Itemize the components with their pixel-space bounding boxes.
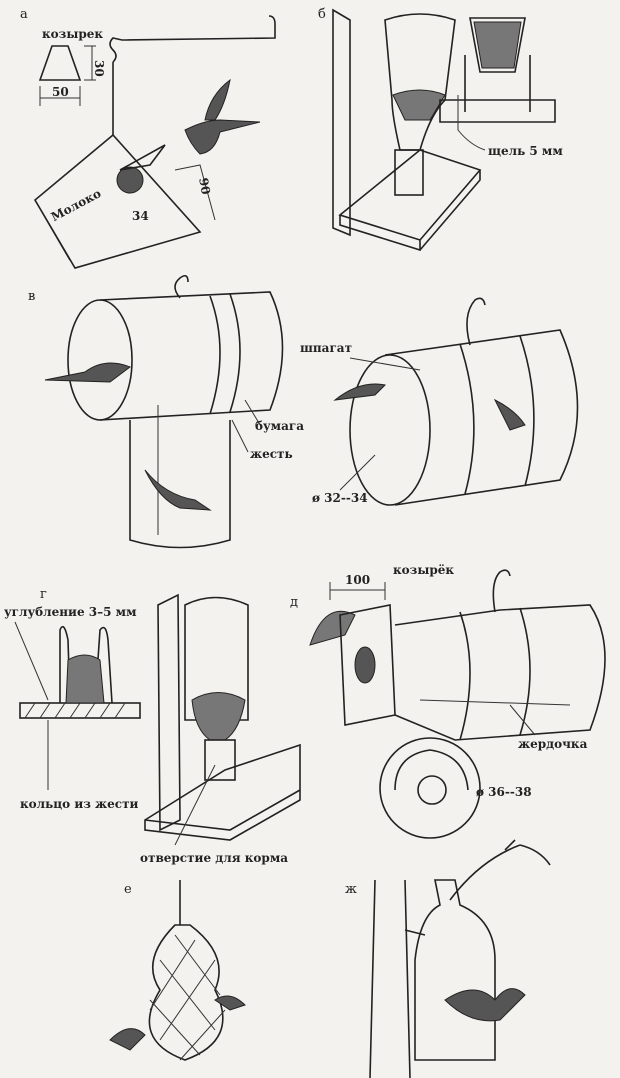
- horizontal-bottle: [394, 604, 606, 741]
- width-dimension-line: [39, 86, 81, 106]
- carton-visor: [119, 144, 166, 171]
- hook-d: [492, 569, 511, 613]
- end-view-circle: [379, 737, 481, 839]
- tree-trunk: [369, 879, 411, 1078]
- twine-label: шпагат: [300, 341, 352, 355]
- ring-label: кольцо из жести: [20, 797, 139, 811]
- birds-on-net: [109, 995, 246, 1051]
- stand-tray: [144, 743, 301, 841]
- seed-in-bottle: [392, 89, 446, 121]
- inverted-bottle: [384, 13, 456, 151]
- diameter-leader: [339, 454, 376, 491]
- visor-label: козырек: [42, 27, 103, 41]
- height-dimension-line: [84, 45, 96, 81]
- tie-wire: [404, 929, 426, 936]
- recess-label: углубление 3–5 мм: [4, 605, 137, 619]
- height-dim-90: [174, 164, 216, 221]
- length-dimension-line: [329, 582, 386, 600]
- panel-e-net-bag-feeder: е: [109, 880, 246, 1061]
- bird-at-opening: [444, 988, 526, 1022]
- cross-section-bottle: [59, 625, 113, 704]
- tin-bands: [209, 293, 241, 415]
- length-dim-label: 100: [345, 573, 370, 587]
- net-bag: [148, 924, 224, 1061]
- entry-hole-d: [354, 646, 376, 684]
- birds-second-cylinder: [333, 383, 526, 431]
- carton-label: Молоко: [49, 186, 104, 224]
- hole-leader: [174, 764, 216, 846]
- entry-hole: [116, 166, 144, 194]
- front-visor: [309, 610, 356, 646]
- end-view-arc: [394, 749, 469, 791]
- panel-letter-a: а: [20, 7, 28, 22]
- visor-trapezoid: [38, 45, 82, 81]
- bird-in-jar: [144, 469, 212, 511]
- jar: [129, 420, 231, 549]
- detail-base: [439, 55, 556, 123]
- cylinder-opening: [67, 299, 133, 421]
- stand-bottle: [184, 596, 249, 721]
- panel-a-milk-carton-feeder: а козырек 30 50 Молоко 90 34: [20, 7, 276, 269]
- perch-leader: [509, 704, 536, 736]
- hatching: [24, 702, 126, 719]
- hole-dim-label: 34: [132, 209, 149, 223]
- panel-letter-zh: ж: [345, 882, 357, 897]
- gap-leader: [457, 95, 486, 151]
- second-hook: [466, 297, 486, 346]
- panel-b-bottle-feeder: б щель 5 мм: [318, 7, 563, 252]
- binding-bands: [459, 607, 531, 741]
- label-leaders: [231, 399, 263, 453]
- hook: [174, 274, 189, 299]
- end-view-hole: [417, 775, 447, 805]
- panel-d-horizontal-bottle-feeder: д 100 козырёк жердочка ø 36--38: [290, 563, 606, 839]
- back-board: [332, 8, 351, 237]
- gap-label: щель 5 мм: [488, 144, 563, 158]
- milk-carton: [33, 133, 202, 269]
- panel-letter-g: г: [40, 587, 47, 602]
- perch: [419, 699, 571, 706]
- panel-v-cylinder-feeders: в бумага жесть шпагат ø 32--34: [28, 274, 579, 549]
- panel-letter-d: д: [290, 595, 298, 610]
- visor-width: 50: [52, 85, 69, 99]
- twine-leader: [349, 357, 421, 371]
- second-cylinder-opening: [349, 354, 431, 506]
- visor-label-d: козырёк: [393, 563, 454, 577]
- diameter-label-32-34: ø 32--34: [312, 491, 368, 505]
- stand-board: [157, 593, 181, 832]
- twine-bands: [459, 335, 535, 495]
- panel-letter-v: в: [28, 289, 35, 304]
- panel-letter-e: е: [124, 882, 132, 897]
- bottle-neck: [394, 149, 424, 196]
- detail-seed: [473, 21, 522, 69]
- hanging-wire: [109, 15, 276, 135]
- perch-label: жердочка: [518, 737, 588, 751]
- cylinder-body: [99, 291, 284, 421]
- tray: [338, 149, 482, 252]
- stand-neck: [204, 739, 236, 781]
- second-cylinder: [384, 329, 579, 506]
- panel-zh-tree-bottle-feeder: ж: [345, 839, 551, 1078]
- diameter-label-36-38: ø 36--38: [476, 785, 532, 799]
- height-dim-label: 90: [196, 177, 213, 196]
- plastic-bottle: [414, 879, 496, 1061]
- visor-height: 30: [92, 60, 106, 77]
- bird-in-cylinder: [44, 362, 132, 383]
- panel-letter-b: б: [318, 7, 326, 22]
- detail-funnel: [469, 17, 526, 73]
- net-mesh: [149, 934, 226, 1061]
- panel-g-bottle-on-stand: г углубление 3–5 мм кольцо из жести отве…: [4, 587, 301, 865]
- tin-label: жесть: [250, 447, 293, 461]
- cross-section-seed: [65, 654, 105, 704]
- recess-leader: [14, 621, 49, 701]
- flying-bird: [184, 78, 261, 155]
- stand-seed: [191, 692, 246, 741]
- branch: [449, 839, 551, 901]
- cross-section-base: [19, 702, 141, 719]
- hole-label: отверстие для корма: [140, 851, 288, 865]
- paper-label: бумага: [255, 419, 304, 433]
